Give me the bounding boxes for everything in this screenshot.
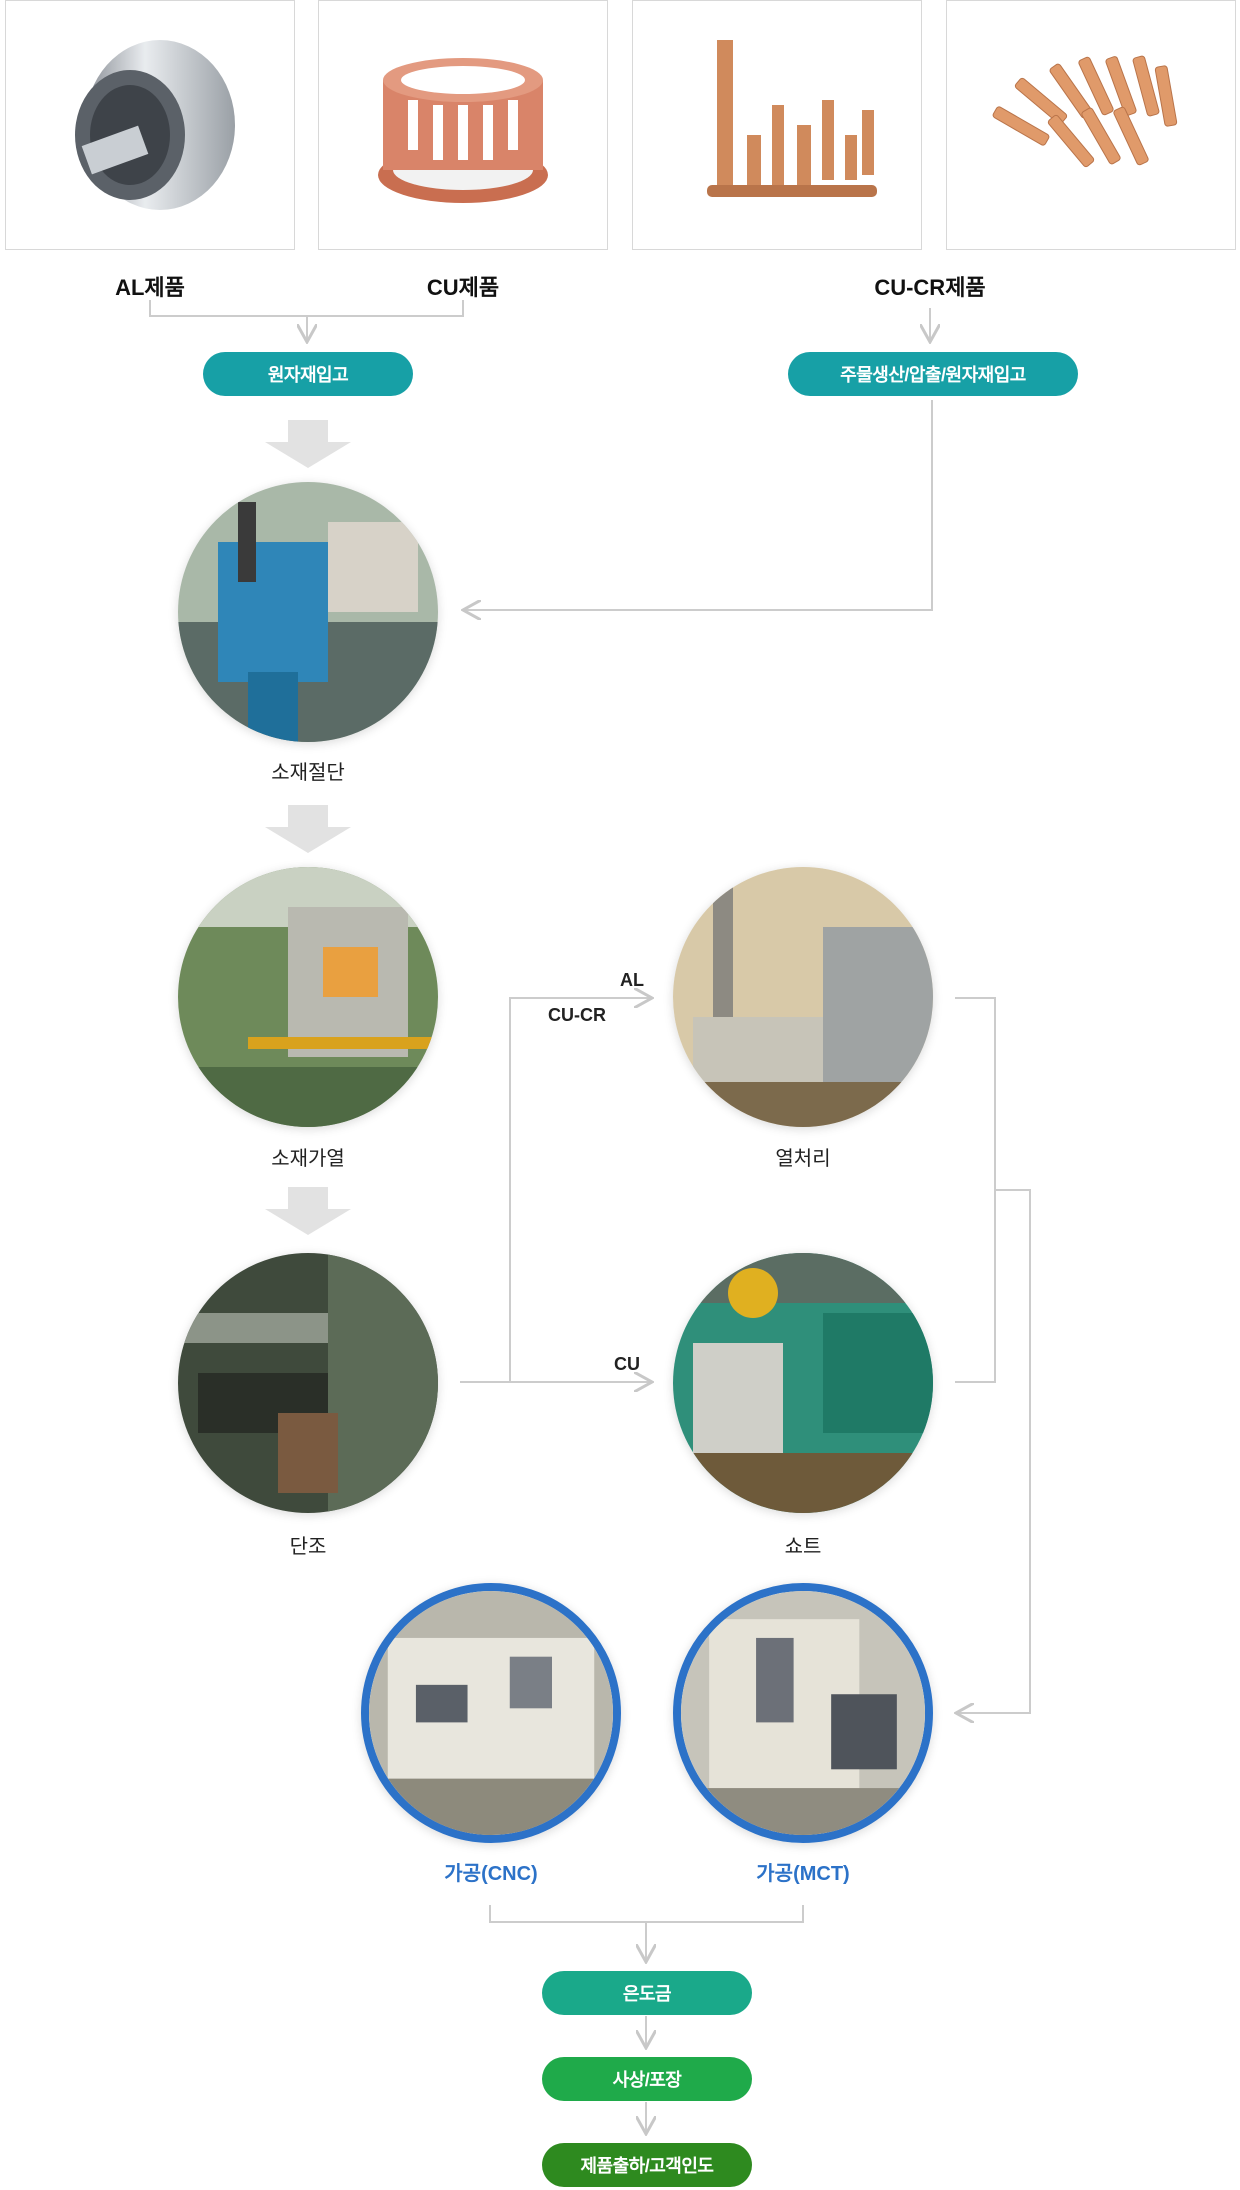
shot-photo	[673, 1253, 933, 1513]
intake-raw-material: 원자재입고	[203, 352, 413, 396]
mct-photo	[673, 1583, 933, 1843]
route-label-al: AL	[620, 970, 644, 990]
product-image-al	[5, 0, 295, 250]
route-label-cu: CU	[614, 1354, 640, 1374]
product-image-cu	[318, 0, 608, 250]
al-cylinder-image	[75, 40, 235, 210]
product-image-cucr-parts	[946, 0, 1236, 250]
step-finishing-packing: 사상/포장	[542, 2057, 752, 2101]
heat-treatment-photo	[673, 867, 933, 1127]
step-label-cnc: 가공(CNC)	[444, 1863, 538, 1885]
route-label-cucr: CU-CR	[548, 1005, 606, 1025]
down-arrow-icon	[265, 420, 351, 468]
cucr-rods-image	[707, 40, 877, 197]
cucr-parts-image	[992, 55, 1178, 168]
intake-casting-extrusion: 주물생산/압출/원자재입고	[788, 352, 1078, 396]
step-label-heating: 소재가열	[271, 1148, 345, 1170]
heating-photo	[178, 867, 438, 1127]
step-label-heat-treatment: 열처리	[775, 1148, 831, 1170]
cutting-photo	[178, 482, 438, 742]
step-label-mct: 가공(MCT)	[756, 1863, 850, 1885]
step-silver-plating: 은도금	[542, 1971, 752, 2015]
product-label-cucr: CU-CR제품	[874, 275, 986, 300]
down-arrow-icon	[265, 1187, 351, 1235]
product-image-cucr-rods	[632, 0, 922, 250]
cu-ring-image	[378, 58, 548, 203]
product-label-cu: CU제품	[426, 275, 500, 300]
step-label-shot: 쇼트	[784, 1536, 822, 1558]
down-arrow-icon	[265, 805, 351, 853]
product-label-al: AL제품	[115, 275, 185, 300]
step-label-cutting: 소재절단	[271, 762, 345, 784]
cnc-photo	[361, 1583, 621, 1843]
forging-photo	[178, 1253, 438, 1513]
step-label-forging: 단조	[289, 1536, 327, 1558]
step-shipping-delivery: 제품출하/고객인도	[542, 2143, 752, 2187]
